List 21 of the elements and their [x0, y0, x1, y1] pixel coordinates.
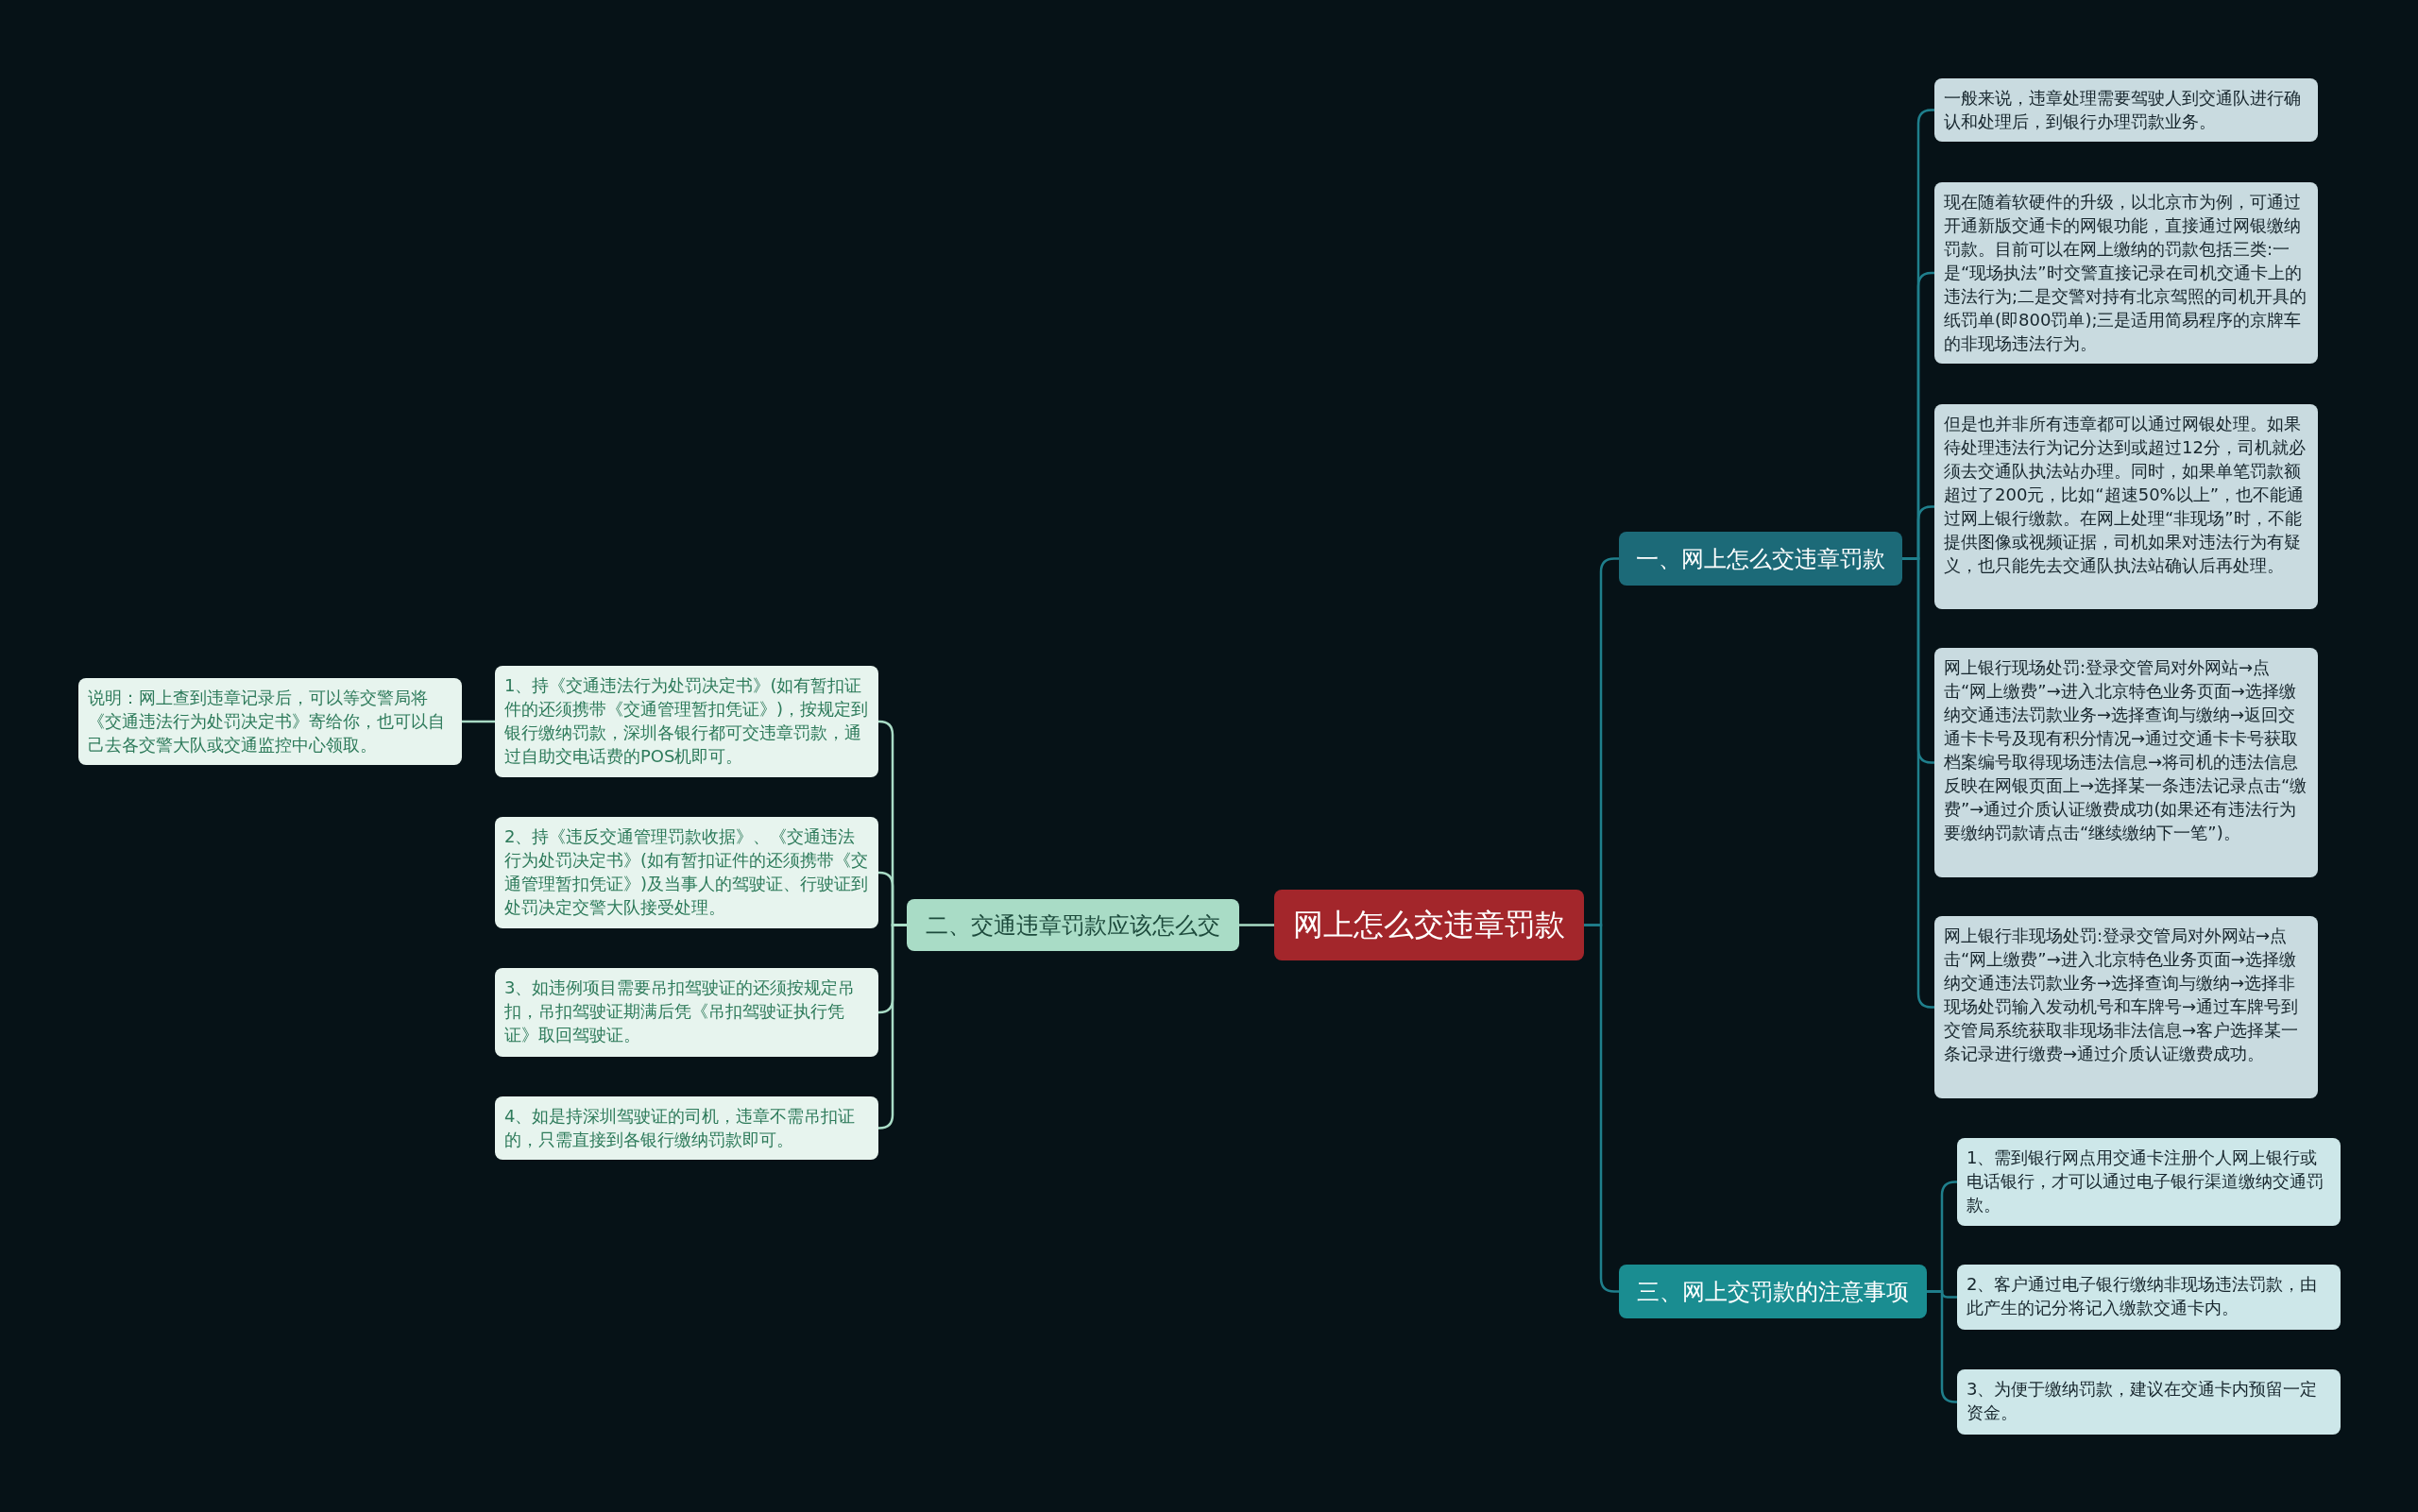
- note-card: 但是也并非所有违章都可以通过网银处理。如果待处理违法行为记分达到或超过12分，司机就必须去交通队执法站办理。同时，如果单笔罚款额超过了200元，比如“超速50%以上”，也不能通过网上银行缴款。在网上处理“非现场”时，不能提供图像或视频证据，司机如果对违法行为有疑义，也只能先去交通队执法站确认后再处理。: [1934, 404, 2318, 609]
- note-card: 3、如违例项目需要吊扣驾驶证的还须按规定吊扣，吊扣驾驶证期满后凭《吊扣驾驶证执行凭证》取回驾驶证。: [495, 968, 878, 1057]
- connector-line: [462, 720, 495, 723]
- branch-topic: 二、交通违章罚款应该怎么交: [907, 899, 1239, 951]
- note-card: 1、持《交通违法行为处罚决定书》(如有暂扣证件的还须携带《交通管理暂扣凭证》)，按规定到银行缴纳罚款，深圳各银行都可交违章罚款，通过自助交电话费的POS机即可。: [495, 666, 878, 777]
- note-card: 2、客户通过电子银行缴纳非现场违法罚款，由此产生的记分将记入缴款交通卡内。: [1957, 1265, 2341, 1330]
- note-card: 说明：网上查到违章记录后，可以等交警局将《交通违法行为处罚决定书》寄给你，也可以自己去各交警大队或交通监控中心领取。: [78, 678, 462, 765]
- central-topic: 网上怎么交违章罚款: [1274, 890, 1584, 960]
- branch-topic: 一、网上怎么交违章罚款: [1619, 532, 1902, 586]
- note-card: 一般来说，违章处理需要驾驶人到交通队进行确认和处理后，到银行办理罚款业务。: [1934, 78, 2318, 142]
- note-card: 4、如是持深圳驾驶证的司机，违章不需吊扣证的，只需直接到各银行缴纳罚款即可。: [495, 1096, 878, 1160]
- connector-line: [1239, 924, 1274, 926]
- note-card: 1、需到银行网点用交通卡注册个人网上银行或电话银行，才可以通过电子银行渠道缴纳交通罚款。: [1957, 1138, 2341, 1226]
- note-card: 3、为便于缴纳罚款，建议在交通卡内预留一定资金。: [1957, 1369, 2341, 1435]
- note-card: 网上银行现场处罚:登录交管局对外网站→点击“网上缴费”→进入北京特色业务页面→选择缴纳交通违法罚款业务→选择查询与缴纳→返回交通卡卡号及现有积分情况→通过交通卡卡号获取档案编号取得现场违法信息→将司机的违法信息反映在网银页面上→选择某一条违法记录点击“缴费”→通过介质认证缴费成功(如果还有违法行为要缴纳罚款请点击“继续缴纳下一笔”)。: [1934, 648, 2318, 877]
- note-card: 现在随着软硬件的升级，以北京市为例，可通过开通新版交通卡的网银功能，直接通过网银缴纳罚款。目前可以在网上缴纳的罚款包括三类:一是“现场执法”时交警直接记录在司机交通卡上的违法行为;二是交警对持有北京驾照的司机开具的纸罚单(即800罚单);三是适用简易程序的京牌车的非现场违法行为。: [1934, 182, 2318, 364]
- note-card: 2、持《违反交通管理罚款收据》、《交通违法行为处罚决定书》(如有暂扣证件的还须携带《交通管理暂扣凭证》)及当事人的驾驶证、行驶证到处罚决定交警大队接受处理。: [495, 817, 878, 928]
- connector-line: [1927, 1290, 1957, 1403]
- note-card: 网上银行非现场处罚:登录交管局对外网站→点击“网上缴费”→进入北京特色业务页面→选择缴纳交通违法罚款业务→选择查询与缴纳→选择非现场处罚输入发动机号和车牌号→通过车牌号到交管局系统获取非现场非法信息→客户选择某一条记录进行缴费→通过介质认证缴费成功。: [1934, 916, 2318, 1098]
- connector-line: [877, 924, 907, 1130]
- branch-topic: 三、网上交罚款的注意事项: [1619, 1265, 1927, 1318]
